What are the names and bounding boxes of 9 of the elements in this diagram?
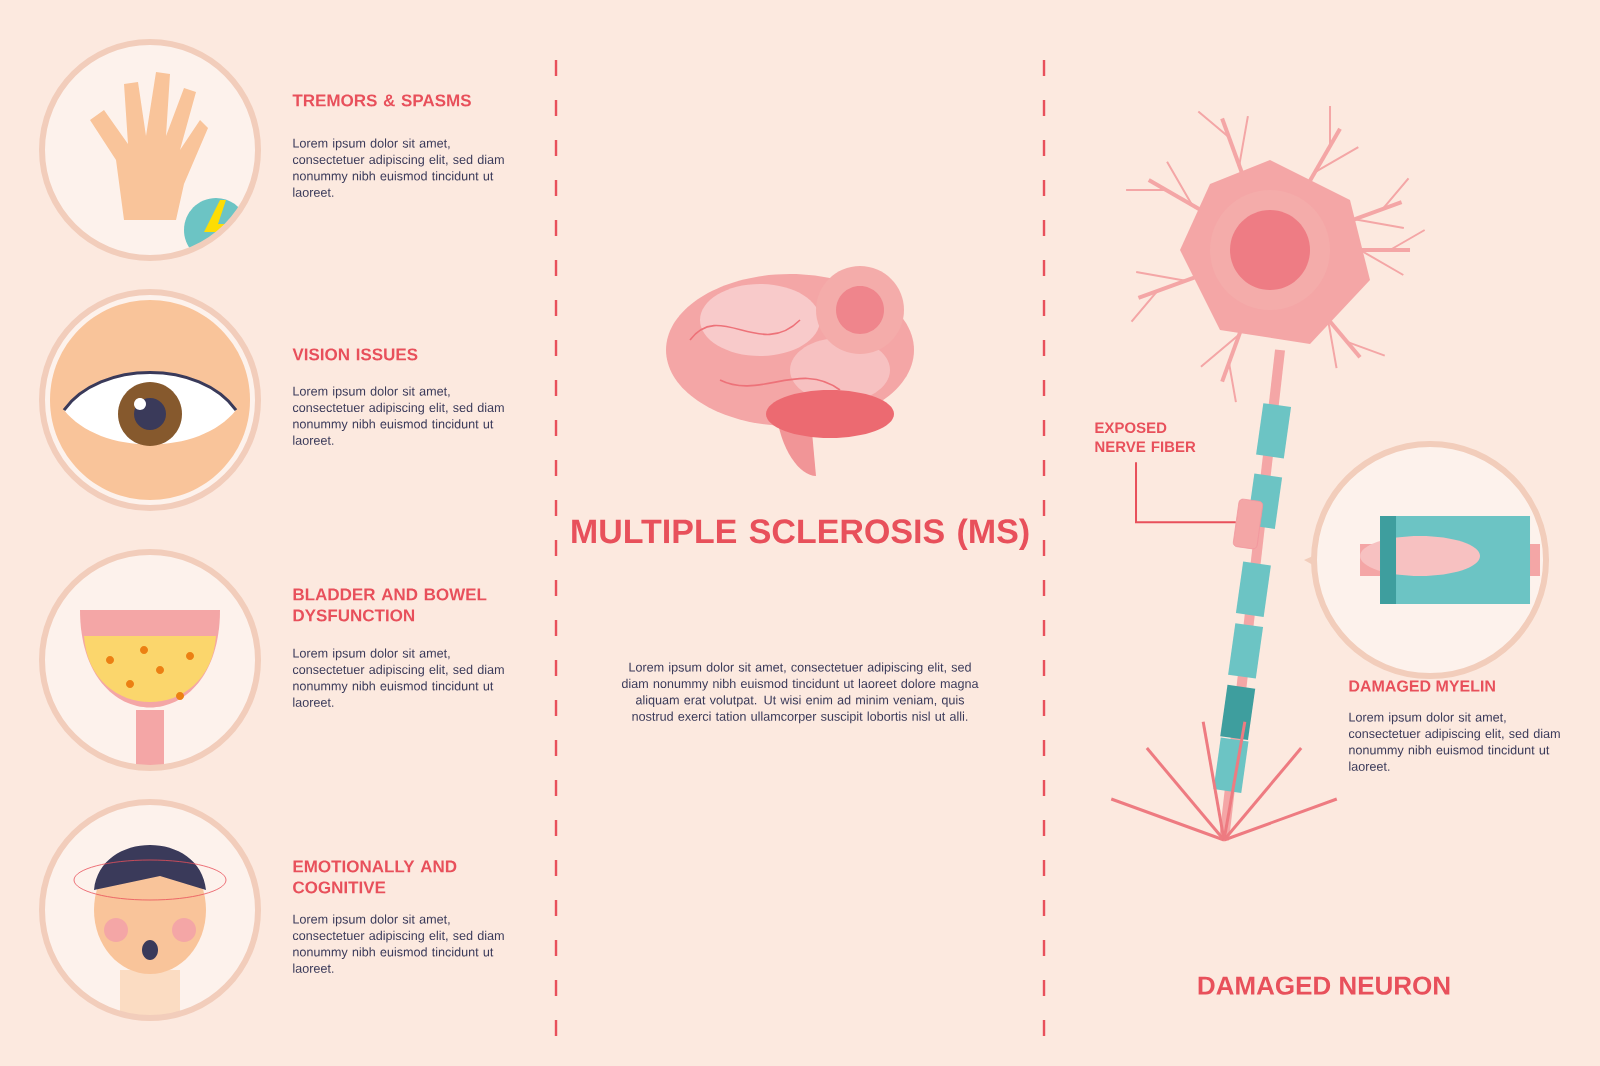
heading: VISION ISSUES	[292, 348, 418, 361]
nerve-fiber	[1232, 498, 1264, 550]
heading: DAMAGED NEURON	[1198, 976, 1450, 995]
title: MULTIPLE SCLEROSIS (MS)	[572, 518, 1029, 551]
heading: BLADDER AND BOWEL DYSFUNCTION	[293, 588, 487, 622]
heading: DAMAGED MYELIN	[1349, 680, 1495, 692]
heading: TREMORS & SPASMS	[292, 94, 471, 107]
heading: EMOTIONALLY AND COGNITIVE	[293, 860, 457, 894]
leader-line	[1135, 461, 1237, 524]
